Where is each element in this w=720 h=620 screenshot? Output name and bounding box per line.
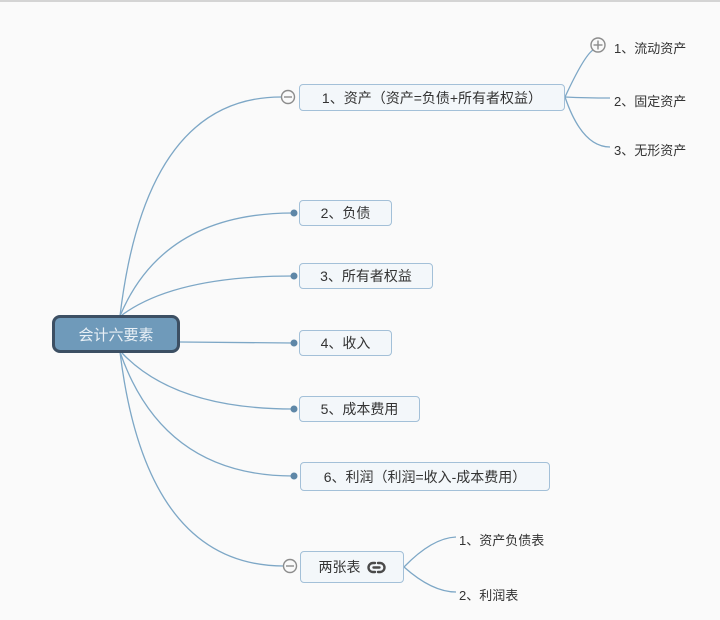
connector-line bbox=[564, 49, 594, 98]
connector-line bbox=[564, 96, 611, 99]
connection-dot bbox=[290, 405, 298, 413]
branch-node-profit[interactable]: 6、利润（利润=收入-成本费用） bbox=[300, 462, 550, 491]
branch-node-label: 3、所有者权益 bbox=[320, 268, 412, 284]
connection-dot bbox=[290, 209, 298, 217]
branch-node-two-statements[interactable]: 两张表 bbox=[300, 551, 404, 583]
branch-node-label: 2、负债 bbox=[320, 205, 371, 221]
plus-icon[interactable] bbox=[590, 37, 606, 53]
leaf-node-income-statement[interactable]: 2、利润表 bbox=[459, 588, 519, 603]
connection-dot bbox=[290, 272, 298, 280]
root-node[interactable]: 会计六要素 bbox=[52, 315, 180, 353]
branch-node-label: 6、利润（利润=收入-成本费用） bbox=[323, 468, 527, 485]
branch-node-owners-equity[interactable]: 3、所有者权益 bbox=[299, 263, 433, 289]
leaf-node-intangible-assets[interactable]: 3、无形资产 bbox=[614, 143, 687, 158]
connector-line bbox=[119, 96, 282, 317]
connector-line bbox=[119, 351, 294, 477]
branch-node-label: 5、成本费用 bbox=[320, 401, 399, 417]
connector-line bbox=[179, 341, 293, 344]
branch-node-label: 1、资产（资产=负债+所有者权益） bbox=[321, 89, 543, 106]
branch-node-label: 4、收入 bbox=[320, 335, 371, 351]
minus-icon[interactable] bbox=[282, 558, 298, 574]
top-divider bbox=[0, 0, 720, 2]
connector-line bbox=[403, 566, 457, 593]
connector-line bbox=[119, 212, 294, 317]
connection-dot bbox=[290, 339, 298, 347]
connector-line bbox=[121, 352, 294, 410]
connection-dot bbox=[290, 472, 298, 480]
link-icon[interactable] bbox=[366, 561, 386, 574]
connector-line bbox=[403, 536, 457, 568]
branch-node-label: 两张表 bbox=[318, 559, 361, 575]
branch-node-liabilities[interactable]: 2、负债 bbox=[299, 200, 392, 226]
connector-line bbox=[121, 275, 294, 316]
leaf-node-balance-sheet[interactable]: 1、资产负债表 bbox=[459, 533, 545, 548]
leaf-node-fixed-assets[interactable]: 2、固定资产 bbox=[614, 94, 687, 109]
connector-line bbox=[119, 351, 285, 567]
branch-node-costs[interactable]: 5、成本费用 bbox=[299, 396, 420, 422]
connector-line bbox=[564, 96, 611, 148]
branch-node-income[interactable]: 4、收入 bbox=[299, 330, 392, 356]
leaf-node-current-assets[interactable]: 1、流动资产 bbox=[614, 41, 687, 56]
minus-icon[interactable] bbox=[280, 89, 296, 105]
branch-node-assets[interactable]: 1、资产（资产=负债+所有者权益） bbox=[299, 84, 565, 111]
root-node-label: 会计六要素 bbox=[78, 326, 154, 344]
